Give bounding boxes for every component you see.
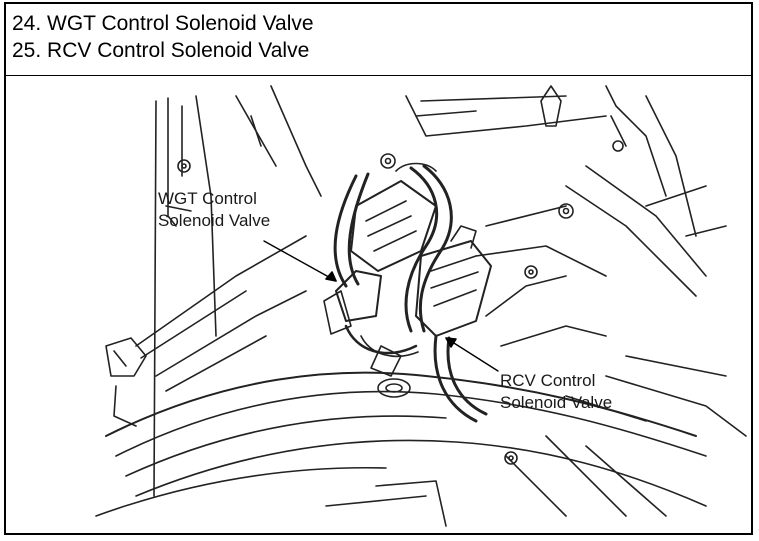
- line-drawing: [95, 85, 747, 527]
- engine-bay-illustration: WGT Control Solenoid Valve RCV Control S…: [6, 76, 751, 533]
- legend-header: 24. WGT Control Solenoid Valve 25. RCV C…: [6, 4, 751, 76]
- legend-item-25: 25. RCV Control Solenoid Valve: [12, 39, 310, 62]
- callout-rcv-solenoid: RCV Control Solenoid Valve: [500, 370, 612, 414]
- callout-wgt-line-1: WGT Control: [158, 189, 257, 208]
- callout-rcv-line-2: Solenoid Valve: [500, 393, 613, 412]
- manual-figure-frame: 24. WGT Control Solenoid Valve 25. RCV C…: [4, 2, 753, 535]
- callout-rcv-line-1: RCV Control: [500, 371, 596, 390]
- callout-wgt-solenoid: WGT Control Solenoid Valve: [158, 188, 270, 232]
- callout-wgt-line-2: Solenoid Valve: [158, 211, 271, 230]
- legend-item-24: 24. WGT Control Solenoid Valve: [12, 12, 314, 35]
